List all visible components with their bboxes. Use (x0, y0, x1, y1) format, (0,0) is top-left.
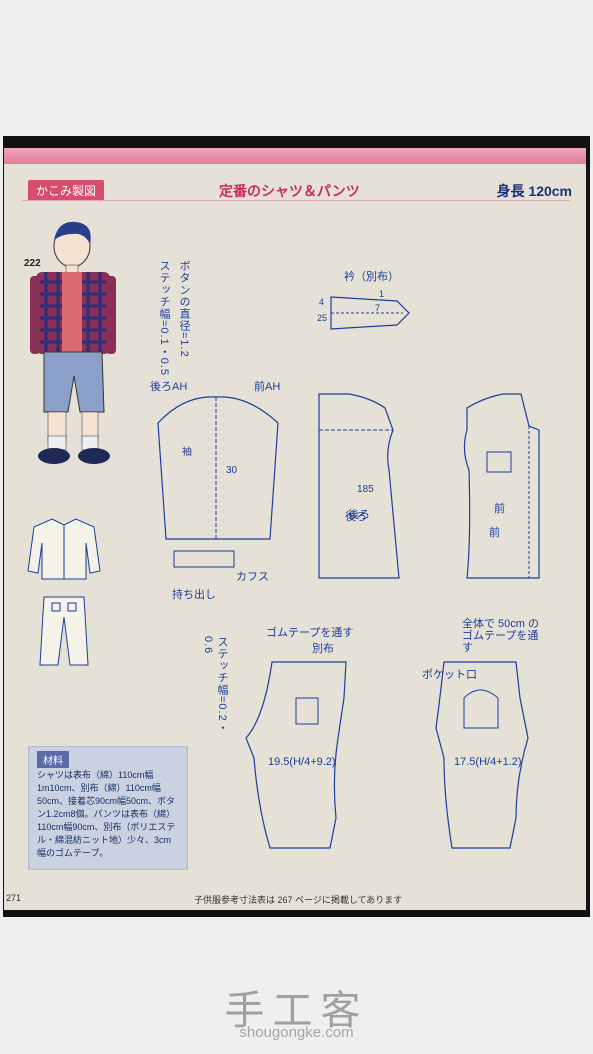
placket-label: 持ち出し (172, 589, 216, 601)
section-tag: かこみ製図 (28, 180, 105, 201)
top-blank-area (0, 0, 593, 136)
pattern-page: かこみ製図 定番のシャツ＆パンツ 身長 120cm 222 ボタンの直径=1.2… (4, 148, 586, 910)
page-number: 271 (6, 893, 22, 903)
size-label: 身長 120cm (496, 183, 572, 199)
watermark-url: shougongke.com (239, 1024, 354, 1041)
materials-text: シャツは表布（綿）110cm幅1m10cm、別布（綿）110cm幅50cm、接着… (37, 770, 176, 858)
stitch-width-note-top: ステッチ幅=0.1・0.5 (158, 260, 170, 377)
item-number: 222 (24, 258, 41, 269)
svg-text:185: 185 (357, 484, 374, 495)
header-divider (22, 200, 570, 201)
back-bodice-pattern: 後ろ 185 (318, 393, 400, 579)
elastic-front-label: 全体で 50cm の ゴムテープを通す (462, 618, 540, 654)
svg-text:袖: 袖 (182, 445, 192, 458)
collar-label: 衿（別布） (344, 271, 399, 283)
collar-pattern: 4 25 1 7 (317, 289, 410, 330)
materials-box: 材料 シャツは表布（綿）110cm幅1m10cm、別布（綿）110cm幅50cm… (28, 746, 188, 870)
pants-front-pattern (435, 661, 529, 849)
back-label: 後ろ (348, 509, 370, 521)
back-ah-label: 後ろAH (150, 381, 188, 393)
svg-text:後ろ: 後ろ (345, 509, 367, 523)
materials-heading: 材料 (37, 751, 69, 768)
pants-back-pattern (245, 661, 347, 849)
stitch-width-note-bottom: ステッチ幅=0.2・0.6 (202, 636, 228, 734)
svg-text:前: 前 (489, 525, 500, 539)
watermark-logo: 手工客 (224, 988, 369, 1034)
front-label: 前 (494, 503, 505, 515)
sleeve-pattern: 袖 30 (157, 396, 279, 568)
front-ah-label: 前AH (254, 381, 281, 393)
svg-text:25: 25 (317, 313, 327, 323)
svg-text:4: 4 (319, 297, 324, 307)
elastic-back-label: ゴムテープを通す (266, 627, 354, 639)
pants-sketch (39, 596, 89, 666)
back-formula: 19.5(H/4+9.2) (268, 756, 336, 768)
svg-text:7: 7 (375, 303, 380, 313)
cuffs-label: カフス (236, 571, 269, 583)
boy-illustration (30, 221, 116, 464)
front-bodice-pattern: 前 (463, 393, 540, 579)
page-title: 定番のシャツ＆パンツ (219, 183, 360, 199)
svg-text:30: 30 (226, 465, 238, 476)
shirt-sketch (27, 518, 101, 580)
front-formula: 17.5(H/4+1.2) (454, 756, 522, 768)
betsu-label: 別布 (312, 643, 334, 655)
footer-note: 子供服参考寸法表は 267 ページに掲載してあります (194, 895, 403, 905)
pink-header-bar (4, 148, 586, 164)
pocket-opening-label: ポケット口 (422, 669, 477, 681)
svg-text:1: 1 (379, 289, 384, 299)
button-diameter-note: ボタンの直径=1.2 (178, 260, 190, 358)
